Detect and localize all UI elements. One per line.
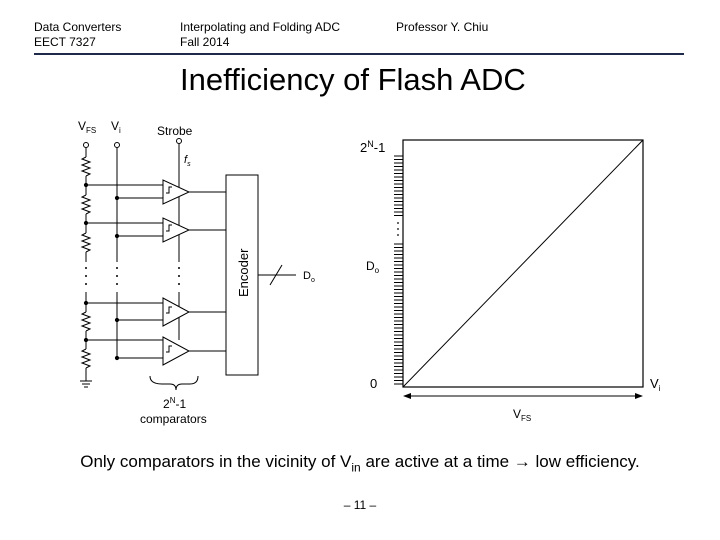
x-range-label: VFS	[513, 407, 531, 423]
comparators-label: comparators	[140, 412, 207, 426]
course-info: Data Converters EECT 7327	[34, 20, 121, 50]
y-zero-label: 0	[370, 376, 377, 391]
fs-label: fs	[184, 154, 191, 168]
comparator-brace	[149, 375, 199, 391]
encoder-label: Encoder	[236, 248, 251, 297]
stair-ticks	[394, 155, 403, 385]
strobe-label: Strobe	[157, 124, 193, 138]
continuation-dots	[85, 267, 180, 285]
lecture-term: Fall 2014	[180, 35, 230, 49]
slide-title: Inefficiency of Flash ADC	[180, 62, 526, 97]
encoder-block	[225, 174, 259, 376]
comparator-count-label: 2N-1	[163, 396, 186, 411]
y-axis-label: Do	[366, 259, 380, 275]
course-code: EECT 7327	[34, 35, 96, 49]
lecture-topic: Interpolating and Folding ADC	[180, 20, 341, 34]
comparator-2	[83, 217, 226, 243]
vref-label: VFS	[78, 119, 96, 135]
comparator-1	[83, 179, 226, 205]
transfer-plot	[394, 139, 644, 399]
x-axis-label: Vi	[650, 376, 661, 393]
output-label: Do	[303, 270, 315, 284]
caption: Only comparators in the vicinity of Vin …	[80, 452, 640, 475]
y-max-label: 2N-1	[360, 139, 385, 155]
transfer-line	[402, 139, 644, 388]
header-divider	[34, 53, 684, 55]
vfs-range-arrow	[403, 393, 643, 399]
flash-adc-circuit	[80, 138, 296, 391]
lecture-info: Interpolating and Folding ADC Fall 2014	[180, 20, 340, 50]
vin-label: Vi	[111, 119, 121, 135]
page-number: – 11 –	[343, 498, 377, 512]
y-axis-dots	[397, 222, 399, 236]
strobe-node	[176, 138, 182, 144]
comparator-4	[83, 336, 226, 366]
comparator-3	[83, 297, 226, 327]
vref-node	[83, 142, 89, 148]
plot-frame	[402, 139, 644, 388]
vin-node	[114, 142, 120, 148]
author: Professor Y. Chiu	[396, 20, 489, 34]
course-name: Data Converters	[34, 20, 122, 34]
